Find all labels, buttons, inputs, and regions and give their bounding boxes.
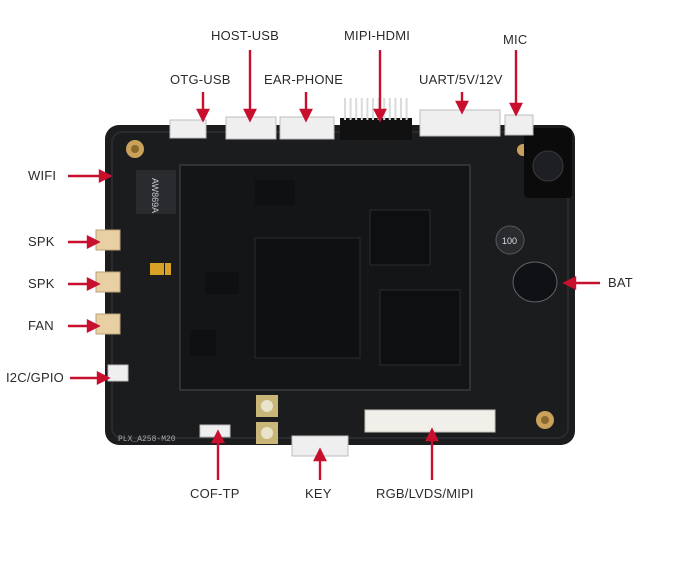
header-pin [366,98,369,120]
callout-arrows [68,50,600,480]
label-rgb-lvds-mipi: RGB/LVDS/MIPI [376,486,474,501]
display-fpc-connector [364,409,496,433]
yellow-capacitors [150,263,164,275]
memory-chip [379,289,461,366]
label-bat: BAT [608,275,633,290]
chip-marking: AW869A [150,178,160,213]
label-mipi-hdmi: MIPI-HDMI [344,28,411,43]
header-pin [360,98,363,120]
label-spk-2: SPK [28,276,55,291]
inductor-marking: 100 [502,236,517,246]
label-otg-usb: OTG-USB [170,72,231,87]
battery-capacitor [512,261,558,303]
label-fan: FAN [28,318,54,333]
header-pin [394,98,397,120]
pin-header [340,118,412,140]
header-pin [388,98,391,120]
header-pin [372,98,374,120]
label-uart: UART/5V/12V [419,72,503,87]
label-i2c-gpio: I2C/GPIO [6,370,64,385]
header-pin [355,98,358,120]
label-cof-tp: COF-TP [190,486,240,501]
header-pin [400,98,402,120]
main-soc-chip [254,237,361,359]
left-connectors [95,229,129,382]
header-pin [349,98,352,120]
tact-buttons [256,395,278,444]
label-ear-phone: EAR-PHONE [264,72,344,87]
label-wifi: WIFI [28,168,57,183]
inductor [495,225,525,255]
label-mic: MIC [503,32,528,47]
header-pin [344,98,346,120]
top-connectors [169,109,534,140]
wifi-chip [136,170,176,214]
label-spk-1: SPK [28,234,55,249]
board-marking: PLX_A258-M20 [118,435,176,444]
header-pin [405,98,408,120]
cof-tp-connector [199,424,231,438]
label-host-usb: HOST-USB [211,28,280,43]
label-key: KEY [305,486,332,501]
